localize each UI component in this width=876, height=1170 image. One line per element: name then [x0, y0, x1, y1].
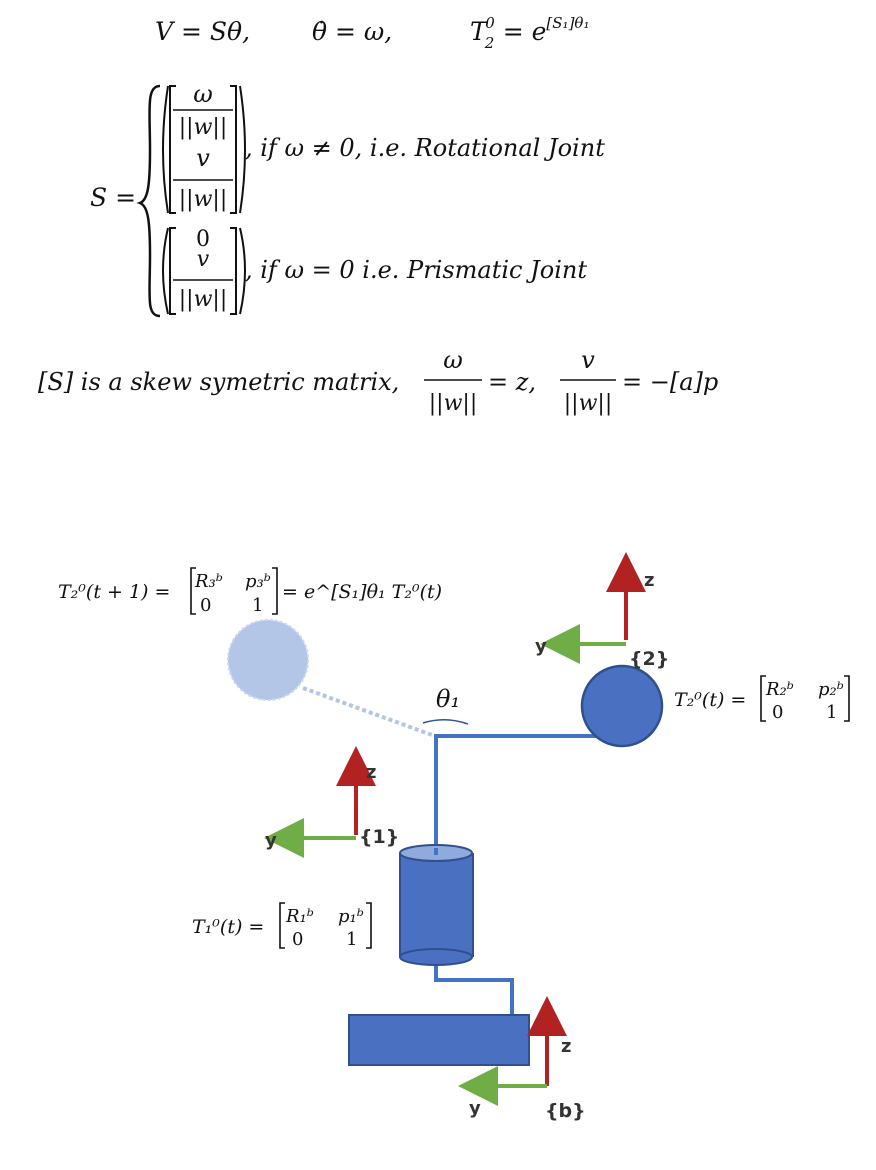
t1-m21: 0: [292, 929, 303, 950]
norm-denominator: ||w||: [564, 391, 612, 416]
zero-entry: 0: [196, 227, 210, 252]
v-numerator: v: [196, 144, 210, 172]
t1-m11: R₁ᵇ: [285, 906, 314, 927]
y-label: y: [265, 830, 277, 851]
joint-2-sphere: [580, 664, 664, 748]
ghost-joint-next-pose: [227, 619, 309, 701]
prismatic-condition: , if ω = 0 i.e. Prismatic Joint: [245, 256, 587, 284]
v-numerator: v: [581, 346, 595, 374]
joint-1-cylinder: [399, 844, 474, 966]
z-label: z: [366, 762, 376, 783]
norm-denominator: ||w||: [429, 391, 477, 416]
matrix-bracket-left: [190, 567, 196, 615]
velocity-equation: V = Sθ,: [155, 17, 250, 46]
frame-2-label: {2}: [629, 648, 669, 670]
t1-m12: p₁ᵇ: [338, 906, 364, 927]
paren-left: [162, 85, 169, 214]
z-label: z: [561, 1036, 571, 1057]
frame-b-label: {b}: [545, 1100, 586, 1122]
frame-1-label: {1}: [359, 826, 399, 848]
bracket-left: [169, 227, 176, 315]
y-label: y: [535, 636, 547, 657]
t1-annotation: T₁⁰(t) = R₁ᵇ p₁ᵇ 0 1: [192, 902, 372, 950]
t3-m22: 1: [252, 595, 263, 616]
t3-m11: R₃ᵇ: [194, 571, 223, 592]
y-label: y: [469, 1098, 481, 1119]
paren-right: [239, 227, 246, 315]
base-block: [348, 1014, 530, 1066]
t3-m12: p₃ᵇ: [245, 571, 271, 592]
t1-m22: 1: [346, 929, 357, 950]
t2-lhs: T₂⁰(t) =: [674, 689, 746, 711]
skew-symmetric-statement: [S] is a skew symetric matrix,: [38, 368, 399, 396]
t3-lhs: T₂⁰(t + 1) =: [58, 581, 170, 603]
curly-brace: [136, 84, 161, 318]
theta-1-label: θ₁: [436, 685, 460, 713]
norm-denominator: ||w||: [179, 115, 227, 140]
frame-1-axes: z y {1}: [264, 746, 399, 858]
paren-right: [239, 85, 246, 214]
t2-m21: 0: [772, 702, 783, 723]
upper-link: [434, 734, 600, 855]
t3-annotation: T₂⁰(t + 1) = R₃ᵇ p₃ᵇ 0 1 = e^[S₁]θ₁ T₂⁰(…: [58, 567, 442, 616]
v-numerator: v: [197, 247, 210, 272]
t2-m11: R₂ᵇ: [765, 679, 794, 700]
bracket-left: [169, 85, 176, 214]
s-lhs: S =: [90, 183, 136, 212]
paren-left: [162, 227, 169, 315]
equals-z: = z,: [488, 368, 536, 396]
theta-dot-equation: θ̇ = ω,: [312, 17, 392, 46]
norm-denominator: ||w||: [179, 187, 227, 212]
matrix-bracket-left: [760, 675, 766, 722]
equation-line-3: [S] is a skew symetric matrix, ω ||w|| =…: [38, 346, 718, 416]
t2-m22: 1: [826, 702, 837, 723]
bracket-right: [230, 85, 237, 214]
lower-link: [434, 958, 514, 1015]
frame-b-axes: z y {b}: [458, 996, 586, 1122]
t3-rhs: = e^[S₁]θ₁ T₂⁰(t): [282, 581, 442, 603]
angle-arc: [422, 719, 469, 725]
equals-minus-a-p: = −[a]p: [622, 368, 718, 396]
transform-equation: T20 = e[S₁]θ₁: [470, 14, 589, 52]
matrix-bracket-right: [272, 567, 278, 615]
t1-lhs: T₁⁰(t) =: [192, 916, 264, 938]
norm-denominator: ||w||: [179, 287, 227, 312]
frame-2-axes: z y {2}: [535, 552, 669, 670]
screw-axis-definition: S = ω ||w|| v ||w|| , if ω ≠ 0, i.e. Rot…: [90, 80, 605, 318]
z-label: z: [644, 570, 654, 591]
equation-line-1: V = Sθ, θ̇ = ω, T20 = e[S₁]θ₁: [155, 14, 589, 52]
matrix-bracket-left: [279, 902, 285, 949]
bracket-right: [230, 227, 237, 315]
t3-m21: 0: [200, 595, 211, 616]
t2-m12: p₂ᵇ: [818, 679, 844, 700]
matrix-bracket-right: [844, 675, 850, 722]
omega-numerator: ω: [443, 346, 463, 374]
t2-annotation: T₂⁰(t) = R₂ᵇ p₂ᵇ 0 1: [674, 675, 850, 723]
omega-numerator: ω: [193, 80, 213, 108]
ghost-link-dashed: [302, 686, 433, 737]
matrix-bracket-right: [366, 902, 372, 949]
rotational-condition: , if ω ≠ 0, i.e. Rotational Joint: [245, 134, 605, 162]
